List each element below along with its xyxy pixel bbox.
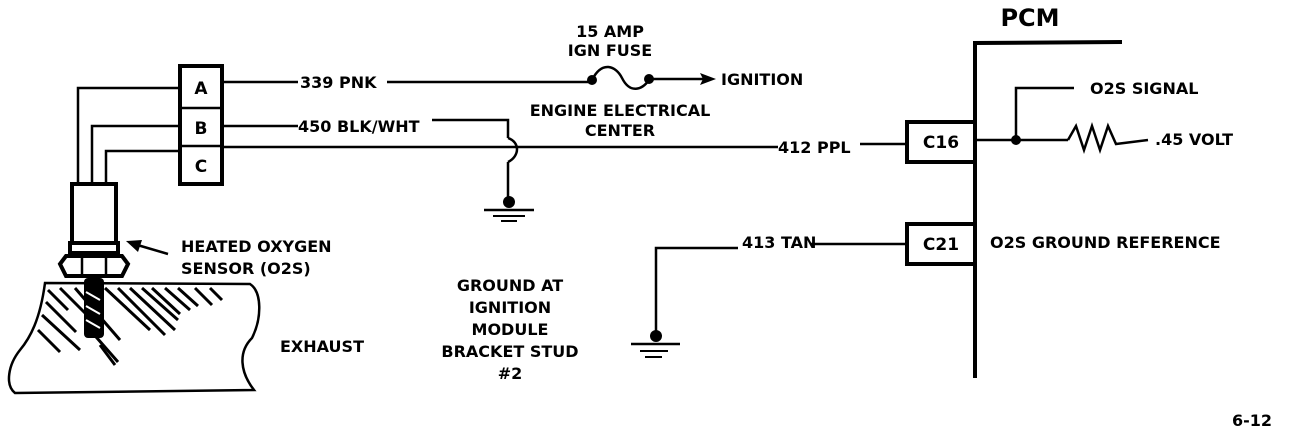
ground-symbol (631, 330, 680, 358)
pcm-title: PCM (1000, 4, 1059, 32)
fuse-label-line2: IGN FUSE (568, 41, 652, 60)
wire-412-ppl: 412 PPL (222, 138, 905, 157)
exhaust-hatching (36, 286, 224, 366)
ground-location-line: BRACKET STUD (441, 342, 578, 361)
ground-location-line: GROUND AT (457, 276, 563, 295)
ignition-fuse: 15 AMP IGN FUSE IGNITION (568, 22, 803, 90)
ground-location-line: #2 (498, 364, 523, 383)
ground-location-label: GROUND AT IGNITION MODULE BRACKET STUD #… (441, 276, 578, 383)
exhaust-label: EXHAUST (280, 337, 364, 356)
ignition-label: IGNITION (721, 70, 803, 89)
terminal-c21: C21 O2S GROUND REFERENCE (905, 222, 1221, 266)
wire-450-blk-wht: 450 BLK/WHT (222, 117, 534, 222)
terminal-c21-label: C21 (923, 235, 959, 255)
fuse-block-label-line1: ENGINE ELECTRICAL (530, 101, 711, 120)
wire-339-pnk: 339 PNK (222, 73, 590, 92)
ground-location-line: MODULE (472, 320, 549, 339)
figure-number: 6-12 (1232, 411, 1272, 430)
sensor-label-line1: HEATED OXYGEN (181, 237, 332, 256)
wire-label-412-ppl: 412 PPL (778, 138, 851, 157)
connector-pin-b: B (195, 119, 208, 139)
connector-pin-a: A (194, 79, 208, 99)
fuse-label-line1: 15 AMP (576, 22, 644, 41)
wire-413-tan: 413 TAN (631, 233, 907, 358)
wire-label-450-blk-wht: 450 BLK/WHT (298, 117, 420, 136)
sensor-connector: A B C (178, 64, 224, 186)
terminal-c16-label: C16 (923, 133, 959, 153)
terminal-c16: C16 O2S SIGNAL .45 VOLT (905, 79, 1233, 164)
ground-location-line: IGNITION (469, 298, 551, 317)
exhaust-pipe (7, 281, 261, 395)
o2s-signal-label: O2S SIGNAL (1090, 79, 1198, 98)
sensor-leads (76, 86, 182, 184)
arrow-right-icon (700, 73, 716, 85)
fuse-block-label-line2: CENTER (585, 121, 655, 140)
wire-label-413-tan: 413 TAN (742, 233, 816, 252)
oxygen-sensor (57, 182, 131, 338)
sensor-label-line2: SENSOR (O2S) (181, 259, 311, 278)
wire-label-339-pnk: 339 PNK (300, 73, 377, 92)
sensor-pointer-arrow (126, 240, 169, 256)
o2s-ground-reference-label: O2S GROUND REFERENCE (990, 233, 1221, 252)
connector-pin-c: C (195, 157, 207, 177)
ground-symbol (484, 196, 534, 222)
reference-voltage-label: .45 VOLT (1155, 130, 1233, 149)
pcm-module: PCM C16 O2S SIGNAL .45 VOLT C21 O2S GROU… (905, 4, 1233, 378)
